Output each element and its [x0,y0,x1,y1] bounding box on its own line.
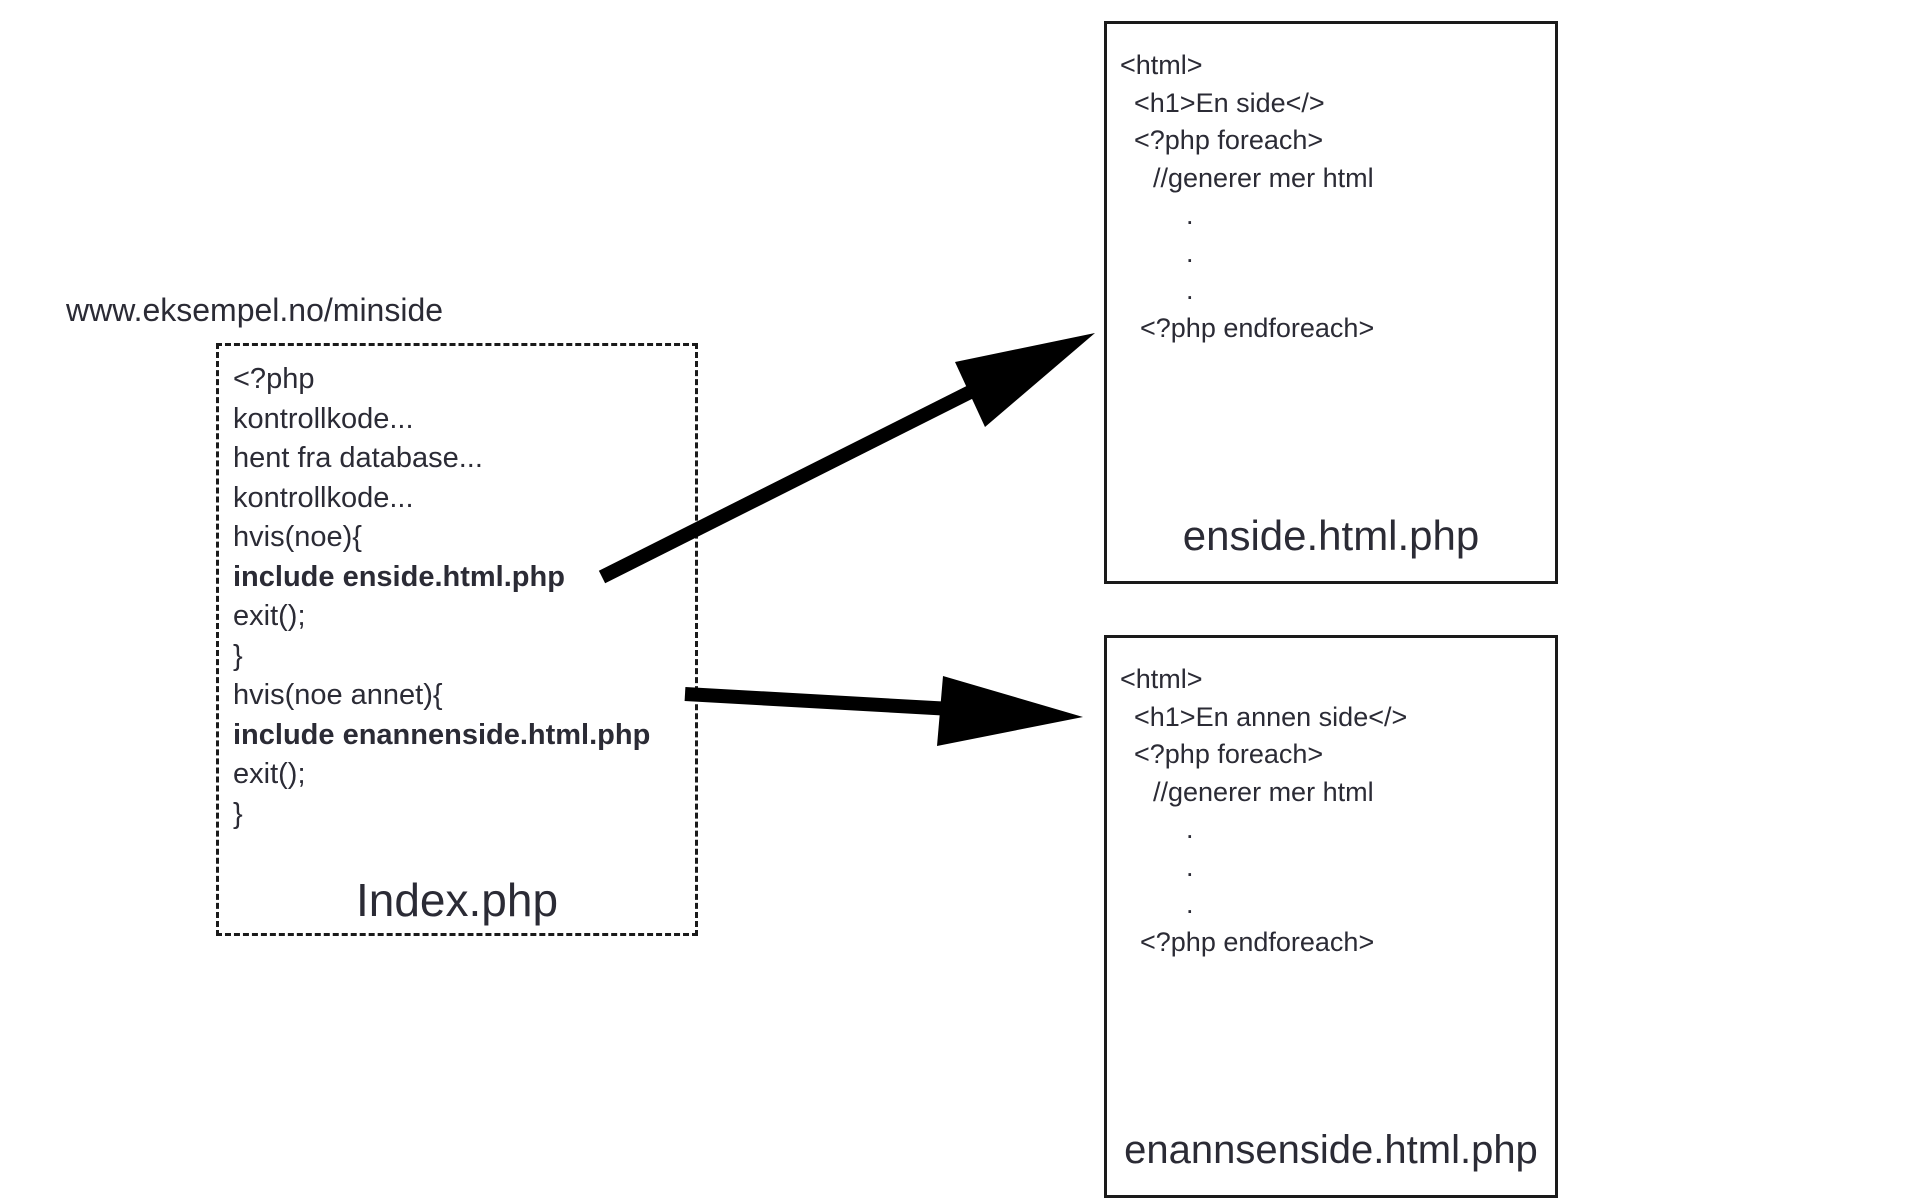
code-line: <?php endforeach> [1140,926,1375,957]
include-enside-line: include enside.html.php [233,560,565,593]
code-line: //generer mer html [1153,162,1374,193]
enannenside-caption: enannsenside.html.php [1124,1128,1538,1172]
ellipsis-dot: . [1186,814,1194,844]
code-line: exit(); [233,600,306,632]
code-line: hvis(noe annet){ [233,679,443,711]
index-code-lines: <?php kontrollkode... hent fra database.… [233,360,650,834]
code-line: <?php foreach> [1134,125,1324,155]
ellipsis-dot: . [1186,275,1194,305]
enannenside-file-box: <html> <h1>En annen side</> <?php foreac… [1104,635,1558,1198]
enside-code-lines: <html> <h1>En side</> <?php foreach> //g… [1120,47,1374,347]
arrow-to-enannenside [684,676,1083,746]
ellipsis-dot: . [1186,200,1194,230]
index-php-box: <?php kontrollkode... hent fra database.… [216,343,698,936]
code-line: hent fra database... [233,442,483,474]
code-line: } [233,797,243,830]
code-line: <html> [1120,664,1203,694]
code-line: kontrollkode... [233,402,414,435]
ellipsis-dot: . [1186,889,1194,919]
enside-caption: enside.html.php [1182,512,1480,559]
code-line: <h1>En annen side</> [1134,701,1408,732]
code-line: exit(); [233,758,306,790]
code-line: //generer mer html [1153,776,1374,807]
ellipsis-dot: . [1186,237,1194,268]
code-line: <html> [1120,50,1203,80]
code-line: hvis(noe){ [233,521,362,553]
code-line: <?php foreach> [1134,739,1324,769]
ellipsis-dot: . [1186,851,1194,882]
code-line: <h1>En side</> [1134,87,1325,118]
enannenside-code-lines: <html> <h1>En annen side</> <?php foreac… [1120,661,1407,961]
code-line: } [233,639,243,672]
code-line: <?php endforeach> [1140,312,1375,343]
code-line: <?php [233,363,315,395]
index-php-caption: Index.php [355,874,559,926]
include-enannenside-line: include enannenside.html.php [233,718,651,751]
code-line: kontrollkode... [233,481,414,514]
enside-file-box: <html> <h1>En side</> <?php foreach> //g… [1104,21,1558,584]
url-label: www.eksempel.no/minside [66,292,444,328]
